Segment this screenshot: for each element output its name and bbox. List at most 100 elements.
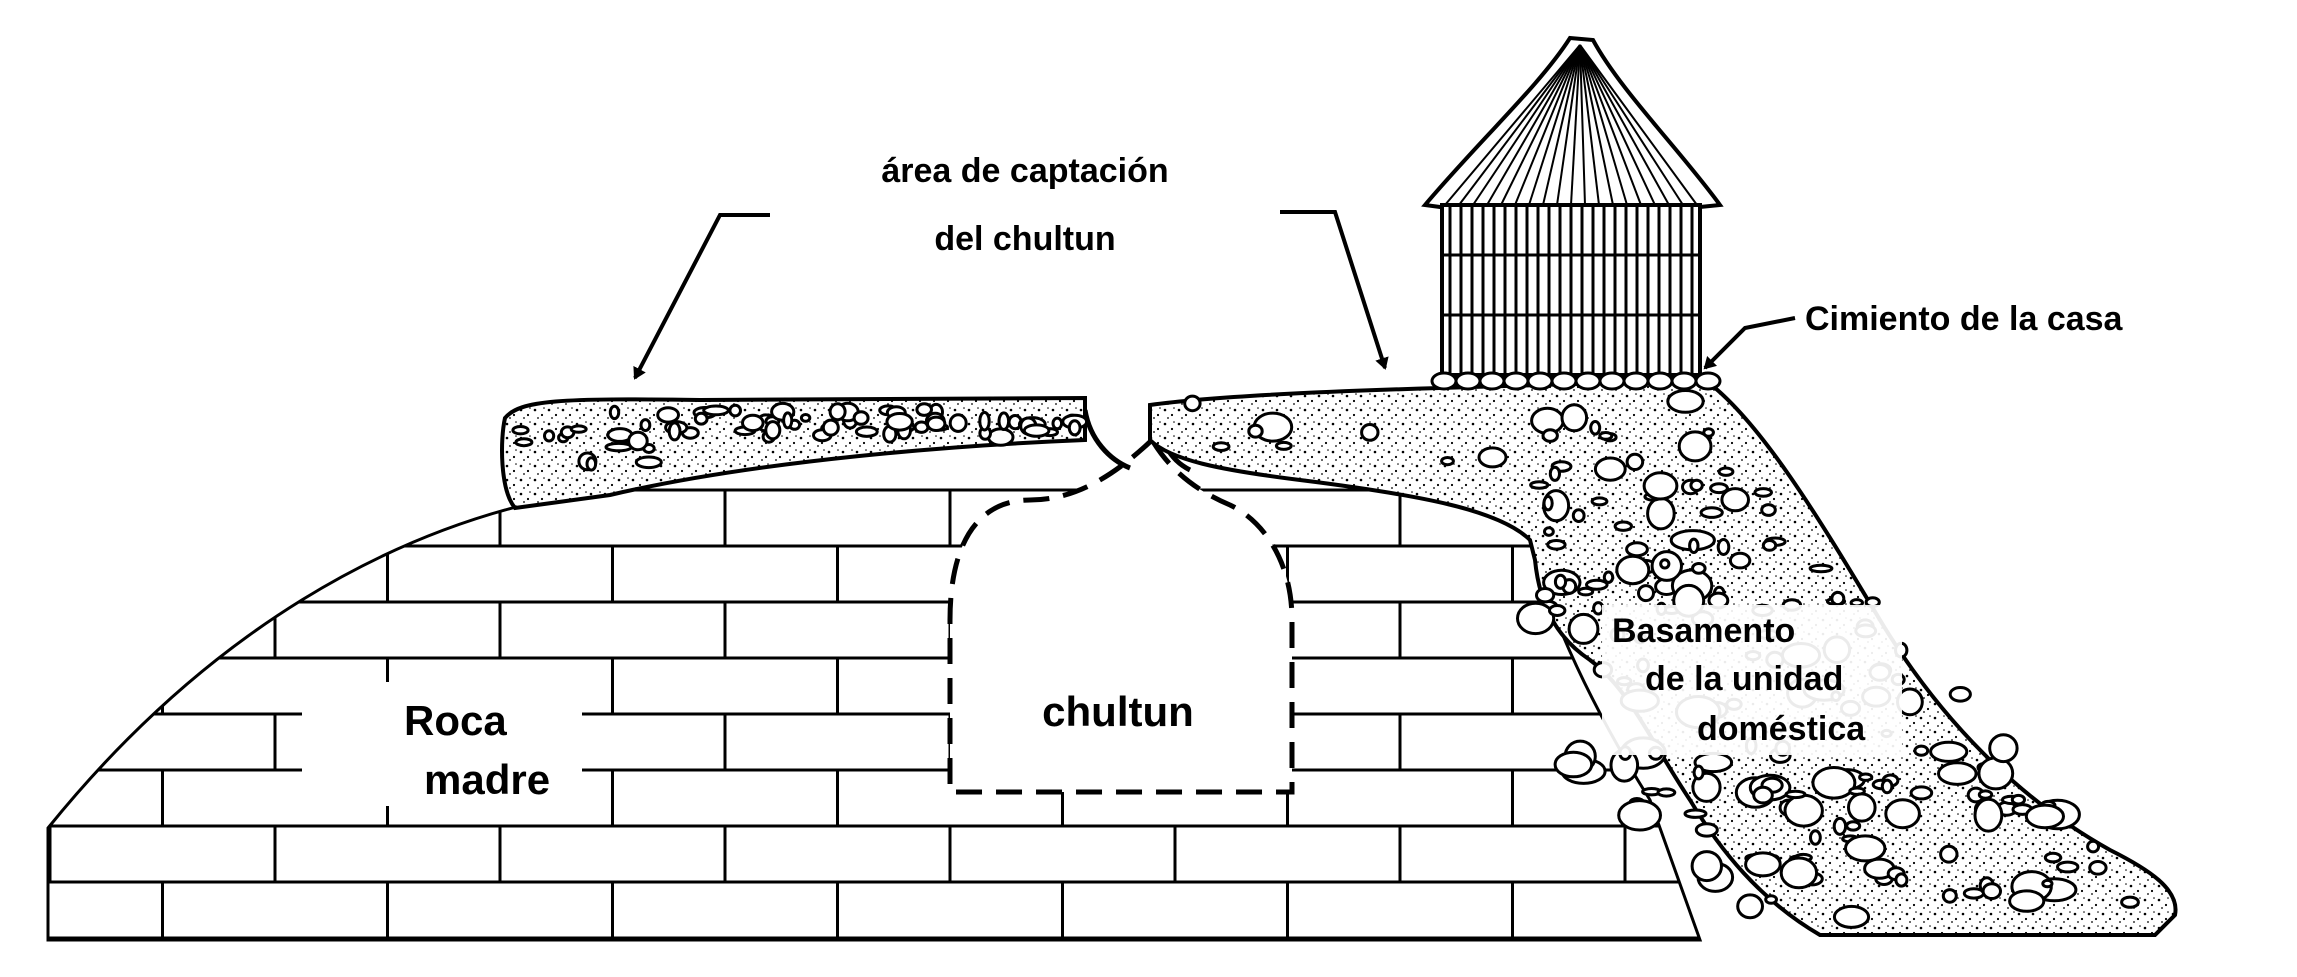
pebble	[1548, 604, 1567, 617]
thatch-line	[1528, 44, 1581, 206]
pebble	[1809, 829, 1822, 846]
thatch-line	[1579, 44, 1614, 206]
pebble	[1067, 419, 1082, 437]
pebble	[1709, 482, 1729, 495]
basement-label-backing	[1602, 605, 1902, 755]
thatch-line	[1514, 44, 1581, 206]
pebble	[1694, 822, 1719, 838]
thatch-line	[1579, 44, 1586, 206]
foundation-stone	[1646, 371, 1674, 391]
pebble	[1764, 894, 1778, 905]
pebble	[2043, 851, 2063, 864]
pebble	[1541, 428, 1559, 443]
pebble	[782, 411, 794, 430]
pebble	[1844, 834, 1887, 863]
pebble	[1720, 487, 1750, 513]
pebble	[2008, 889, 2046, 913]
pebble	[1625, 541, 1649, 558]
pebble	[693, 411, 709, 426]
thatch-line	[1570, 44, 1581, 206]
pebble	[1567, 612, 1600, 645]
catchment-pebbles-left	[511, 401, 1089, 472]
pebble	[1716, 538, 1731, 556]
pebble	[1702, 427, 1715, 438]
pebble	[1808, 563, 1834, 574]
pebble	[1690, 850, 1724, 883]
pebble	[728, 403, 743, 418]
pebble	[1637, 584, 1655, 603]
pebble	[1477, 446, 1508, 469]
thatch-line	[1458, 44, 1581, 206]
pebble	[1884, 798, 1921, 830]
pebble	[1753, 487, 1773, 498]
pebble	[1832, 816, 1848, 836]
thatch-line	[1579, 44, 1628, 206]
pebble	[1625, 452, 1645, 471]
thatch-line	[1500, 44, 1581, 206]
pebble	[1051, 416, 1064, 431]
thatch-line	[1542, 44, 1581, 206]
pebble	[1779, 856, 1819, 890]
pebble	[1360, 423, 1380, 442]
pebble	[1913, 744, 1930, 757]
pebble	[2041, 878, 2054, 889]
pebble	[1560, 403, 1589, 433]
pebble	[1615, 554, 1651, 586]
foundation-label: Cimiento de la casa	[1805, 300, 2124, 338]
pebble	[1692, 764, 1705, 781]
pebble	[948, 413, 968, 433]
bedrock-label-backing	[302, 682, 582, 806]
house-hut	[1421, 35, 1724, 391]
pebble	[1683, 808, 1708, 819]
pebble	[511, 425, 530, 436]
pebble	[1440, 456, 1455, 467]
pebble	[799, 413, 812, 423]
pebble	[1546, 539, 1567, 551]
foundation-stone	[1622, 371, 1650, 391]
pebble	[741, 413, 765, 433]
pebble	[2056, 860, 2080, 874]
pebble	[1642, 471, 1679, 501]
pebble	[1211, 441, 1231, 453]
pebble	[1744, 851, 1782, 878]
foundation-stone	[1550, 371, 1578, 391]
pebble	[828, 402, 847, 422]
pebble	[821, 418, 840, 437]
pebble	[997, 411, 1011, 432]
roof-thatch-lines	[1444, 44, 1698, 206]
thatch-line	[1579, 44, 1600, 206]
pebble	[1988, 733, 2019, 764]
pebble	[1022, 423, 1051, 438]
pebble	[978, 410, 991, 432]
pebble	[1553, 573, 1568, 590]
pebble	[1909, 785, 1934, 801]
pebble	[569, 424, 588, 434]
pebble	[1577, 586, 1595, 597]
pebble	[1535, 587, 1556, 604]
pebble	[1736, 893, 1764, 920]
pebble	[764, 420, 782, 441]
pebble	[608, 404, 621, 421]
pebble	[1593, 456, 1627, 482]
bedrock-label-line2: madre	[424, 756, 550, 803]
bedrock-label-line1: Roca	[404, 697, 507, 744]
pebble	[2120, 895, 2140, 909]
pebble	[1847, 792, 1877, 823]
pebble	[1894, 872, 1909, 888]
pebble	[1728, 551, 1752, 570]
house-foundation-stones	[1430, 371, 1722, 391]
arrow-catchment-left	[633, 213, 770, 380]
pebble	[986, 427, 1015, 447]
pebble	[1717, 466, 1735, 477]
foundation-stone	[1574, 371, 1602, 391]
pebble	[1691, 562, 1707, 575]
basement-label-line3: doméstica	[1697, 710, 1866, 748]
basement-label-line2: de la unidad	[1645, 660, 1843, 698]
pebble	[2010, 793, 2027, 806]
thatch-line	[1472, 44, 1581, 206]
pebble	[1688, 537, 1700, 554]
pebble	[1937, 761, 1978, 786]
pebble	[2086, 839, 2101, 854]
catchment-label-line1: área de captación	[881, 152, 1168, 190]
